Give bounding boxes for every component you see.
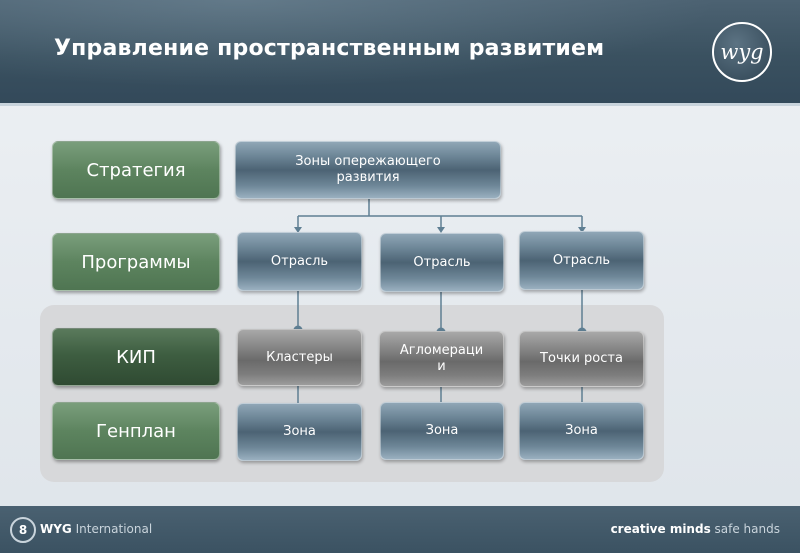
page-number: 8: [10, 517, 36, 543]
header-divider: [0, 103, 800, 106]
footer-brand: WYG International: [40, 522, 153, 536]
node-zone-1: Зона: [237, 403, 362, 461]
row-label-programs: Программы: [52, 233, 220, 291]
arrow-head-3: [578, 227, 586, 233]
node-agglomerations: Агломераци и: [379, 331, 504, 387]
page-title: Управление пространственным развитием: [54, 36, 605, 61]
node-zone-2: Зона: [380, 402, 504, 460]
logo-text: wyg: [720, 40, 764, 64]
row-label-genplan: Генплан: [52, 402, 220, 460]
arrow-head-1: [294, 227, 302, 233]
node-sector-2: Отрасль: [380, 233, 504, 292]
node-sector-3: Отрасль: [519, 231, 644, 290]
node-priority-zones: Зоны опережающего развития: [235, 141, 501, 199]
arrow-head-2: [437, 227, 445, 233]
row-label-kip: КИП: [52, 328, 220, 386]
node-clusters: Кластеры: [237, 329, 362, 386]
row-label-strategy: Стратегия: [52, 141, 220, 199]
node-zone-3: Зона: [519, 402, 644, 460]
wyg-logo: wyg: [712, 22, 772, 82]
node-sector-1: Отрасль: [237, 232, 362, 291]
footer-bar: [0, 506, 800, 553]
footer-tagline: creative minds safe hands: [610, 522, 780, 536]
header-bar: [0, 0, 800, 103]
node-growth-points: Точки роста: [519, 331, 644, 387]
